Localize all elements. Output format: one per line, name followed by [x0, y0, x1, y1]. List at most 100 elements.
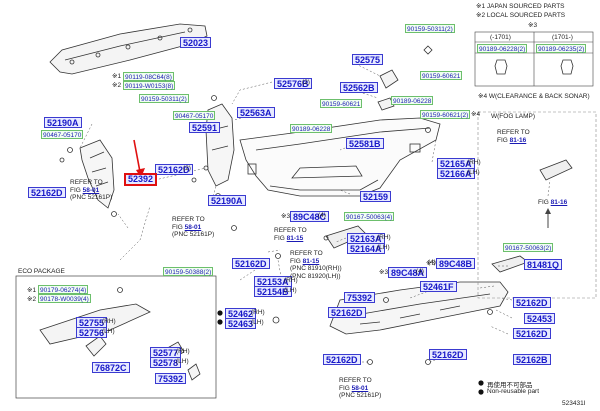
part-52162d-bl[interactable]: 52162D [323, 354, 361, 365]
part-52166a[interactable]: 52166A [437, 168, 475, 179]
refer-label: REFER TO [274, 227, 307, 234]
marker-3-a: ※3 [281, 213, 291, 220]
part-52162d-r1[interactable]: 52162D [513, 297, 551, 308]
nonreusable-mark-legend [478, 380, 484, 386]
footer-nonreusable-jp: 再使用不可部品 [487, 382, 533, 389]
part-75392-eco[interactable]: 75392 [155, 373, 187, 384]
part-52576b[interactable]: 52576B [274, 78, 312, 89]
part-52166a-side: (LH) [467, 169, 480, 176]
marker-4: ※4 [471, 111, 481, 118]
code-90159-60621-b[interactable]: 90159-60621 [320, 99, 363, 108]
part-52162d-r3[interactable]: 52162D [513, 328, 551, 339]
legend-col-2: (1701-) [552, 34, 573, 41]
part-76872c[interactable]: 76872C [92, 362, 130, 373]
part-52153a-side: (RH) [284, 277, 298, 284]
code-90467-05170-a[interactable]: 90467-05170 [173, 111, 216, 120]
part-89c48b-qty: (4) [428, 259, 436, 266]
fog-lamp-2 [491, 255, 529, 273]
fig-link-81-15[interactable]: 81-15 [286, 234, 304, 242]
refer-to-note-2: REFER TO FIG 58-01 (PNC 52161P) [172, 216, 214, 239]
part-52164a-side: (LH) [377, 244, 390, 251]
code-90159-60621-a[interactable]: 90159-60621 [420, 71, 463, 80]
code-90178-w0039[interactable]: 90178-W0039(4) [38, 294, 91, 303]
pnc-label: (PNC 52161P) [172, 231, 215, 238]
legend-part-right[interactable]: 90189-06235(2) [536, 44, 587, 53]
part-52461f[interactable]: 52461F [420, 281, 457, 292]
refer-to-note-7: FIG 81-16 [538, 199, 567, 207]
part-52577-side: (RH) [176, 348, 190, 355]
fig-link-58-01[interactable]: 58-01 [351, 384, 369, 392]
part-52563a[interactable]: 52563A [237, 107, 275, 118]
part-52562b[interactable]: 52562B [340, 82, 378, 93]
part-89c48c[interactable]: 89C48C [290, 211, 330, 222]
part-52575[interactable]: 52575 [352, 54, 384, 65]
code-90189-06228-a[interactable]: 90189-06228 [391, 96, 434, 105]
part-52164a[interactable]: 52164A [347, 243, 385, 254]
legend-part-left[interactable]: 90189-06228(2) [477, 44, 528, 53]
fig-link-58-01[interactable]: 58-01 [82, 186, 100, 194]
fig-link-58-01[interactable]: 58-01 [184, 223, 202, 231]
refer-label: REFER TO [339, 377, 372, 384]
part-52755-side: (RH) [102, 318, 116, 325]
part-52756[interactable]: 52756 [76, 327, 108, 338]
code-90467-05170-b[interactable]: 90467-05170 [41, 130, 84, 139]
part-52578[interactable]: 52578 [150, 357, 182, 368]
fig-label: FIG [290, 257, 301, 265]
part-52162d-b2[interactable]: 52162D [429, 349, 467, 360]
pnc-label: (PNC 81920(LH)) [290, 272, 341, 280]
part-52162d-mid[interactable]: 52162D [155, 164, 193, 175]
fog-lamp [539, 159, 573, 181]
bumper-cover [239, 117, 441, 197]
refer-to-note-6: REFER TO FIG 81-16 [497, 129, 530, 144]
part-89c48b[interactable]: 89C48B [436, 258, 476, 269]
refer-label: REFER TO [172, 216, 205, 223]
pnc-label: (PNC 52161P) [339, 392, 382, 399]
code-90167-50063-a[interactable]: 90167-50063(4) [344, 212, 395, 221]
part-52162d-c[interactable]: 52162D [232, 258, 270, 269]
eco-marker-2: ※2 [27, 296, 37, 303]
part-52463[interactable]: 52463 [225, 318, 257, 329]
refer-label: REFER TO [497, 129, 530, 136]
part-81481q[interactable]: 81481Q [524, 259, 563, 270]
fig-label: FIG [274, 234, 285, 242]
fig-link-81-15[interactable]: 81-15 [302, 257, 320, 265]
part-52162d-left[interactable]: 52162D [28, 187, 66, 198]
eco-package-title: ECO PACKAGE [18, 268, 65, 275]
code-90119-08c64[interactable]: 90119-08C64(8) [123, 72, 174, 81]
marker-3-b: ※3 [426, 260, 436, 267]
fig-label: FIG [538, 199, 549, 206]
code-90179-06274[interactable]: 90179-06274(4) [38, 285, 89, 294]
part-89c48a-qty: (4) [416, 268, 424, 275]
code-90167-50063-b[interactable]: 90167-50063(2) [503, 243, 554, 252]
part-52453[interactable]: 52453 [524, 313, 556, 324]
marker-3-c: ※3 [379, 269, 389, 276]
code-90159-60621-c[interactable]: 90159-60621(2) [420, 110, 471, 119]
legend-col-1: (-1701) [490, 34, 511, 41]
fig-label: FIG [70, 186, 81, 194]
legend-table [474, 31, 594, 87]
part-52190a-top[interactable]: 52190A [44, 117, 82, 128]
code-90189-06228-b[interactable]: 90189-06228 [290, 124, 333, 133]
part-52162b[interactable]: 52162B [513, 354, 551, 365]
nonreusable-mark-legend [478, 389, 484, 395]
code-90159-50388[interactable]: 90159-50388(2) [163, 267, 214, 276]
refer-to-note-5: REFER TO FIG 58-01 (PNC 52161P) [339, 377, 381, 400]
part-52190a-mid[interactable]: 52190A [208, 195, 246, 206]
part-52154b[interactable]: 52154B [254, 286, 292, 297]
fig-link-81-16[interactable]: 81-16 [509, 136, 527, 144]
code-90159-50311-a[interactable]: 90159-50311(2) [139, 94, 189, 103]
diagram-code: 523431I [562, 400, 586, 407]
part-52581b[interactable]: 52581B [346, 138, 384, 149]
fig-link-81-16[interactable]: 81-16 [550, 199, 568, 206]
part-52591[interactable]: 52591 [189, 122, 221, 133]
part-89c48a[interactable]: 89C48A [388, 267, 428, 278]
part-52159[interactable]: 52159 [360, 191, 392, 202]
part-52162d-r2[interactable]: 52162D [328, 307, 366, 318]
part-75392-r[interactable]: 75392 [344, 292, 376, 303]
part-52023[interactable]: 52023 [180, 37, 212, 48]
part-52392-highlighted[interactable]: 52392 [124, 173, 158, 186]
part-52165a-side: (RH) [467, 159, 481, 166]
code-90159-50311-b[interactable]: 90159-50311(2) [405, 24, 455, 33]
code-90119-w0153[interactable]: 90119-W0153(8) [123, 81, 176, 90]
